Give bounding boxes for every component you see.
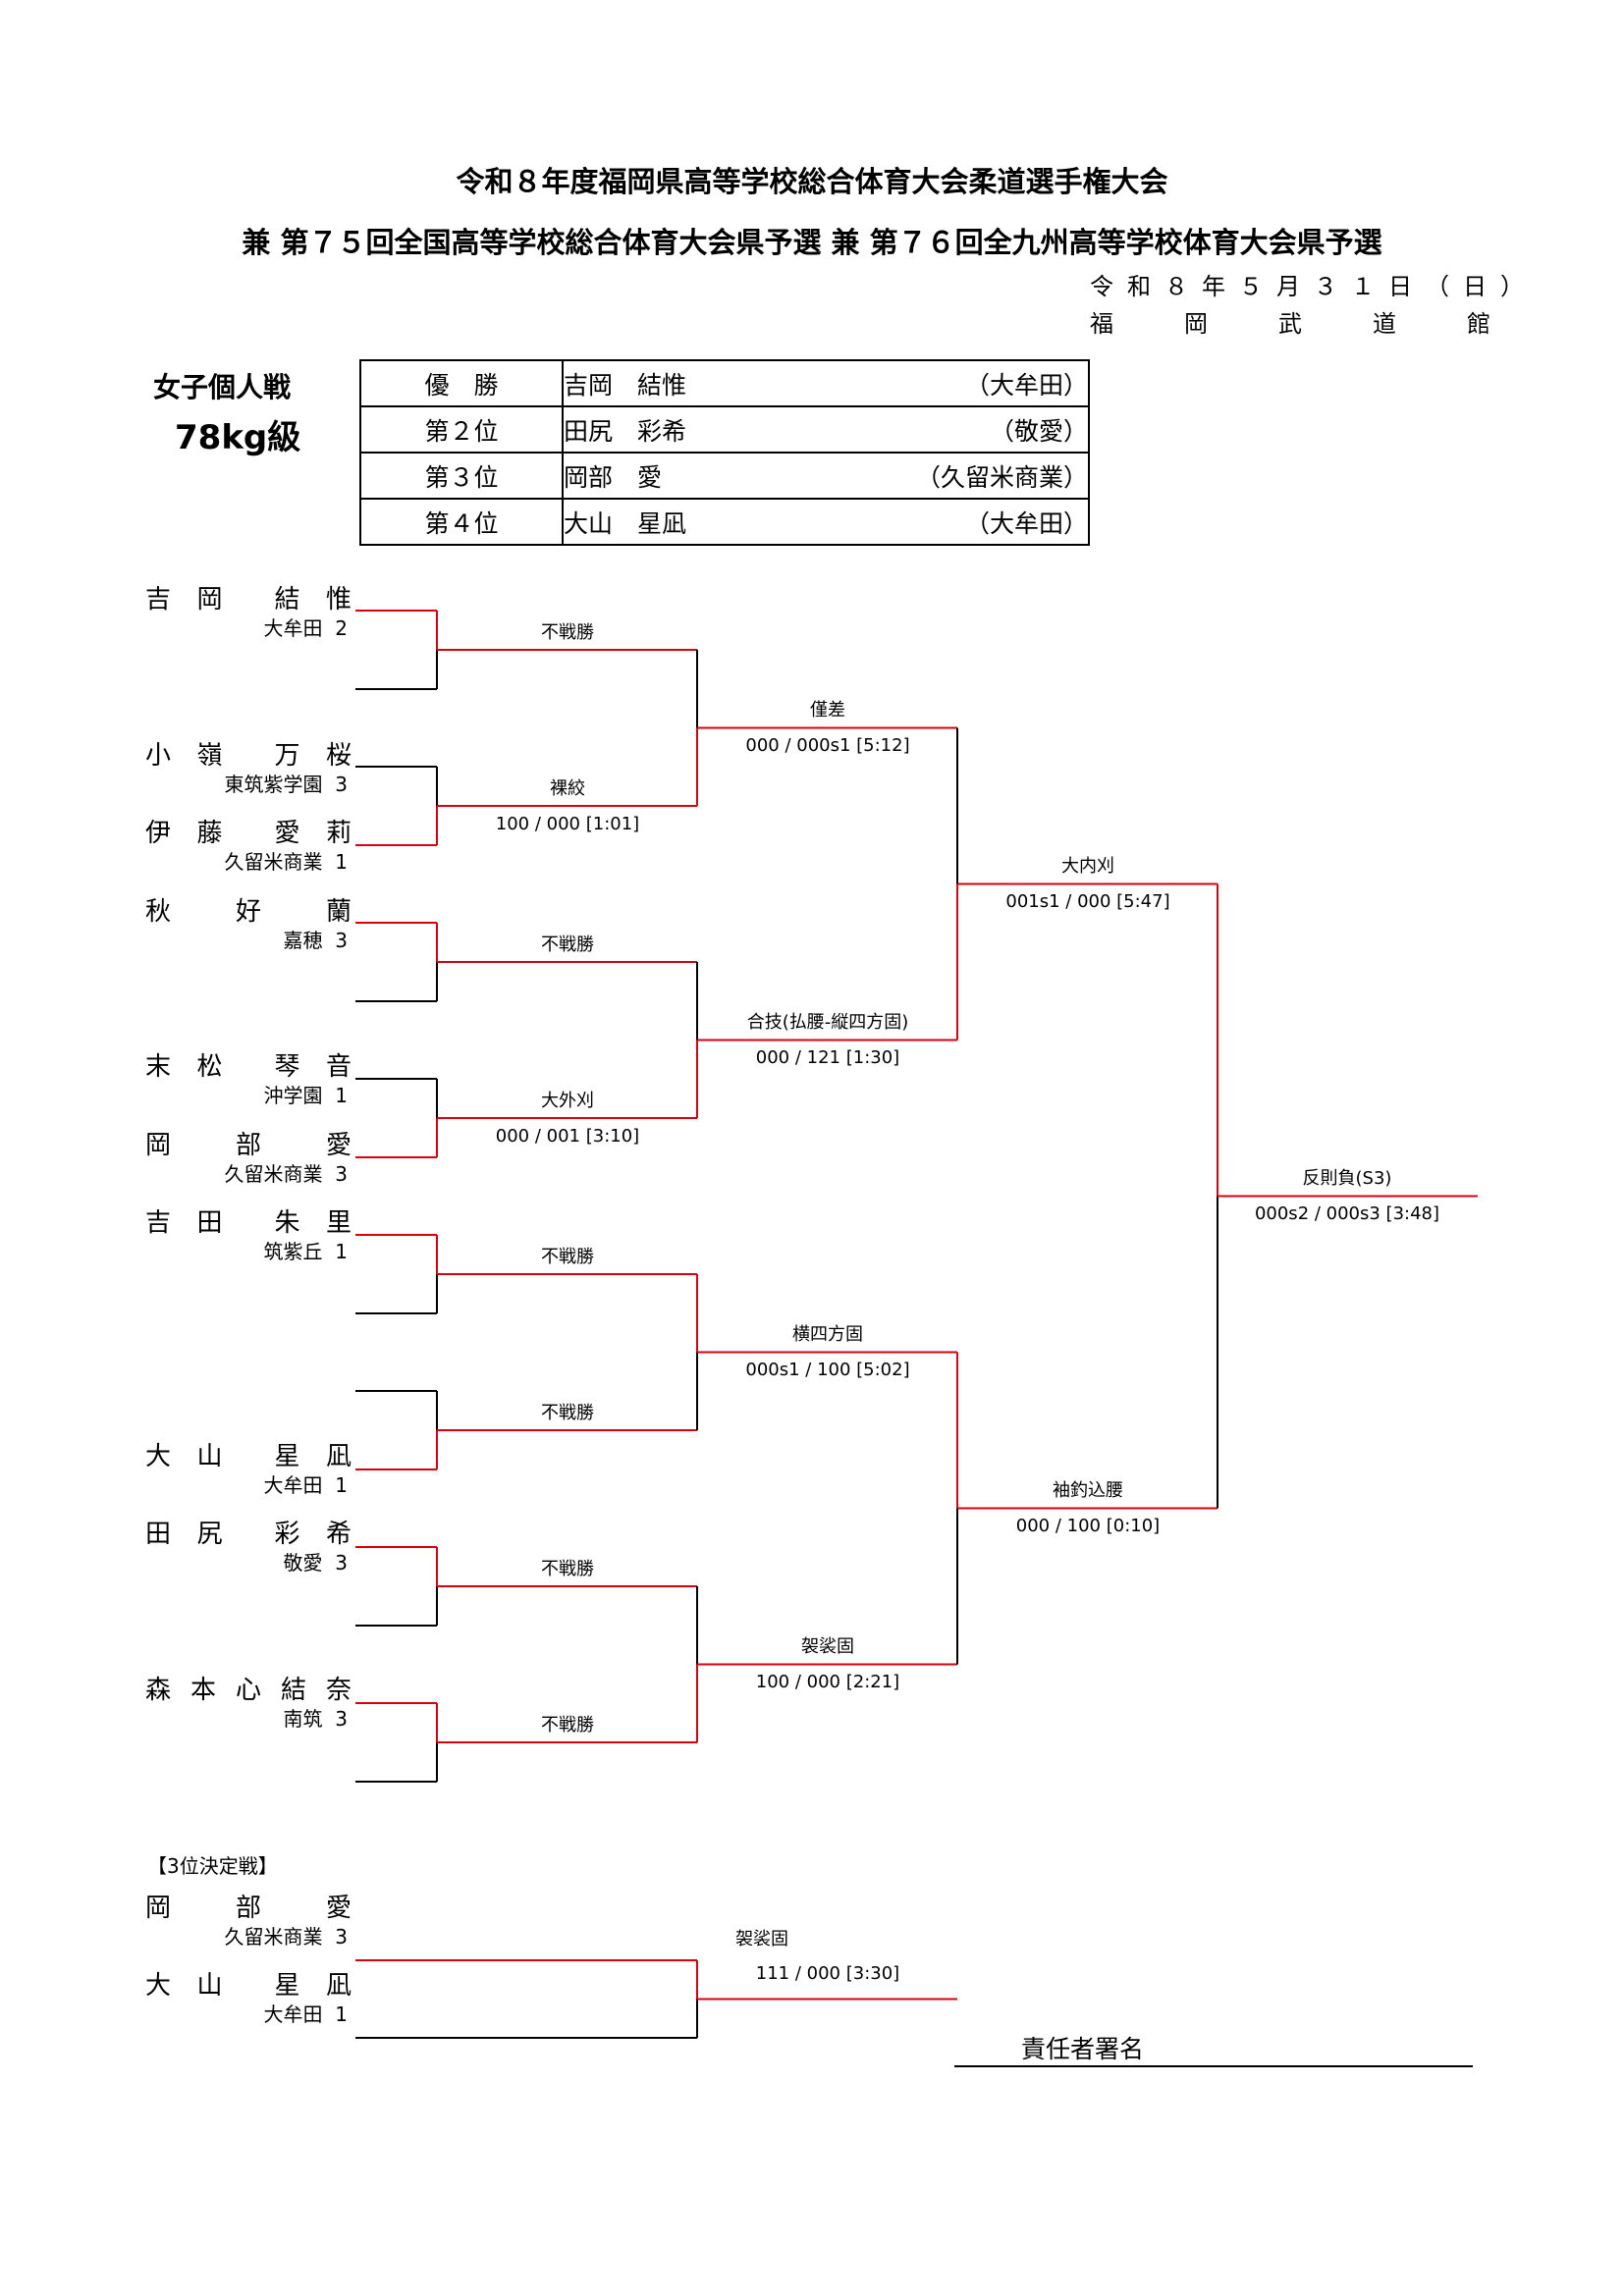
player-name: 秋好蘭 (145, 897, 352, 927)
result-team: （大牟田） (964, 370, 1088, 400)
result-rank: 第４位 (359, 498, 564, 546)
signature-line (954, 2065, 1473, 2067)
match-score: 000 / 100 [0:10] (1015, 1516, 1161, 1536)
third-place-technique: 袈裟固 (735, 1929, 788, 1949)
match-technique: 不戦勝 (541, 1559, 594, 1579)
tournament-title: 令和８年度福岡県高等学校総合体育大会柔道選手権大会 (456, 165, 1168, 198)
player-team: 敬愛 3 (283, 1551, 348, 1575)
player-name: 吉田朱里 (145, 1208, 352, 1238)
player-team: 東筑紫学園 3 (224, 773, 348, 796)
player-team: 大牟田 1 (263, 1473, 348, 1497)
player-team: 南筑 3 (283, 1707, 348, 1731)
match-technique: 不戦勝 (541, 1403, 594, 1423)
event-venue: 福岡武道館 (1090, 310, 1561, 338)
category-type: 女子個人戦 (153, 371, 292, 403)
result-team: （久留米商業） (915, 462, 1088, 492)
result-row: 第４位 大山 星凪 （大牟田） (359, 498, 1090, 546)
match-technique: 合技(払腰-縦四方固) (746, 1012, 909, 1033)
match-score: 000 / 121 [1:30] (755, 1047, 900, 1068)
event-date: 令和８年５月３１日（日） (1090, 273, 1538, 300)
third-place-heading: 【3位決定戦】 (147, 1854, 278, 1878)
match-technique: 袖釣込腰 (1053, 1480, 1123, 1501)
result-row: 第３位 岡部 愛 （久留米商業） (359, 452, 1090, 500)
player-name: 大山星凪 (145, 1442, 352, 1471)
match-technique: 不戦勝 (541, 1715, 594, 1735)
player-name: 末松琴音 (145, 1052, 352, 1082)
match-technique: 不戦勝 (541, 934, 594, 955)
third-place-player-name: 岡部愛 (145, 1894, 352, 1923)
result-row: 第２位 田尻 彩希 （敬愛） (359, 405, 1090, 454)
third-place-player-team: 大牟田 1 (263, 2002, 348, 2026)
result-name: 吉岡 結惟 (564, 370, 687, 400)
match-score: 000 / 001 [3:10] (495, 1126, 640, 1147)
player-name: 田尻彩希 (145, 1520, 352, 1549)
match-score: 100 / 000 [1:01] (495, 814, 640, 834)
result-rank: 第３位 (359, 452, 564, 500)
player-team: 久留米商業 3 (224, 1162, 348, 1186)
player-team: 嘉穂 3 (283, 929, 348, 952)
player-name: 吉岡結惟 (145, 585, 352, 614)
result-rank: 優 勝 (359, 359, 564, 407)
player-name: 森本心結奈 (145, 1676, 352, 1705)
results-table: 優 勝 吉岡 結惟 （大牟田） 第２位 田尻 彩希 （敬愛） 第３位 岡部 愛 … (359, 359, 1090, 546)
match-score: 000s1 / 100 [5:02] (745, 1360, 910, 1380)
match-technique: 大外刈 (541, 1091, 594, 1111)
final-score: 000s2 / 000s3 [3:48] (1254, 1203, 1440, 1224)
result-team: （大牟田） (964, 508, 1088, 538)
result-rank: 第２位 (359, 405, 564, 454)
result-name: 田尻 彩希 (564, 416, 687, 446)
match-score: 001s1 / 000 [5:47] (1005, 891, 1170, 912)
match-technique: 裸絞 (550, 778, 585, 799)
weight-class: 78kg級 (175, 418, 301, 457)
result-name: 大山 星凪 (564, 508, 687, 538)
match-technique: 横四方固 (792, 1324, 863, 1345)
match-score: 100 / 000 [2:21] (755, 1672, 900, 1692)
match-technique: 不戦勝 (541, 622, 594, 643)
match-technique: 袈裟固 (801, 1636, 854, 1657)
signature-label: 責任者署名 (1021, 2035, 1145, 2063)
player-team: 大牟田 2 (263, 616, 348, 640)
result-row: 優 勝 吉岡 結惟 （大牟田） (359, 359, 1090, 407)
player-name: 岡部愛 (145, 1131, 352, 1160)
player-name: 小嶺万桜 (145, 741, 352, 771)
match-technique: 不戦勝 (541, 1247, 594, 1267)
third-place-player-name: 大山星凪 (145, 1971, 352, 2001)
match-score: 000 / 000s1 [5:12] (745, 735, 910, 756)
player-team: 久留米商業 1 (224, 850, 348, 874)
player-team: 沖学園 1 (263, 1084, 348, 1107)
match-technique: 大内刈 (1061, 856, 1114, 877)
player-team: 筑紫丘 1 (263, 1240, 348, 1263)
result-name: 岡部 愛 (564, 462, 663, 492)
third-place-player-team: 久留米商業 3 (224, 1925, 348, 1949)
match-technique: 僅差 (810, 700, 845, 721)
tournament-subtitle: 兼 第７５回全国高等学校総合体育大会県予選 兼 第７６回全九州高等学校体育大会県… (242, 226, 1382, 259)
result-team: （敬愛） (989, 416, 1088, 446)
third-place-score: 111 / 000 [3:30] (755, 1963, 900, 1984)
player-name: 伊藤愛莉 (145, 819, 352, 848)
final-technique: 反則負(S3) (1302, 1168, 1392, 1189)
